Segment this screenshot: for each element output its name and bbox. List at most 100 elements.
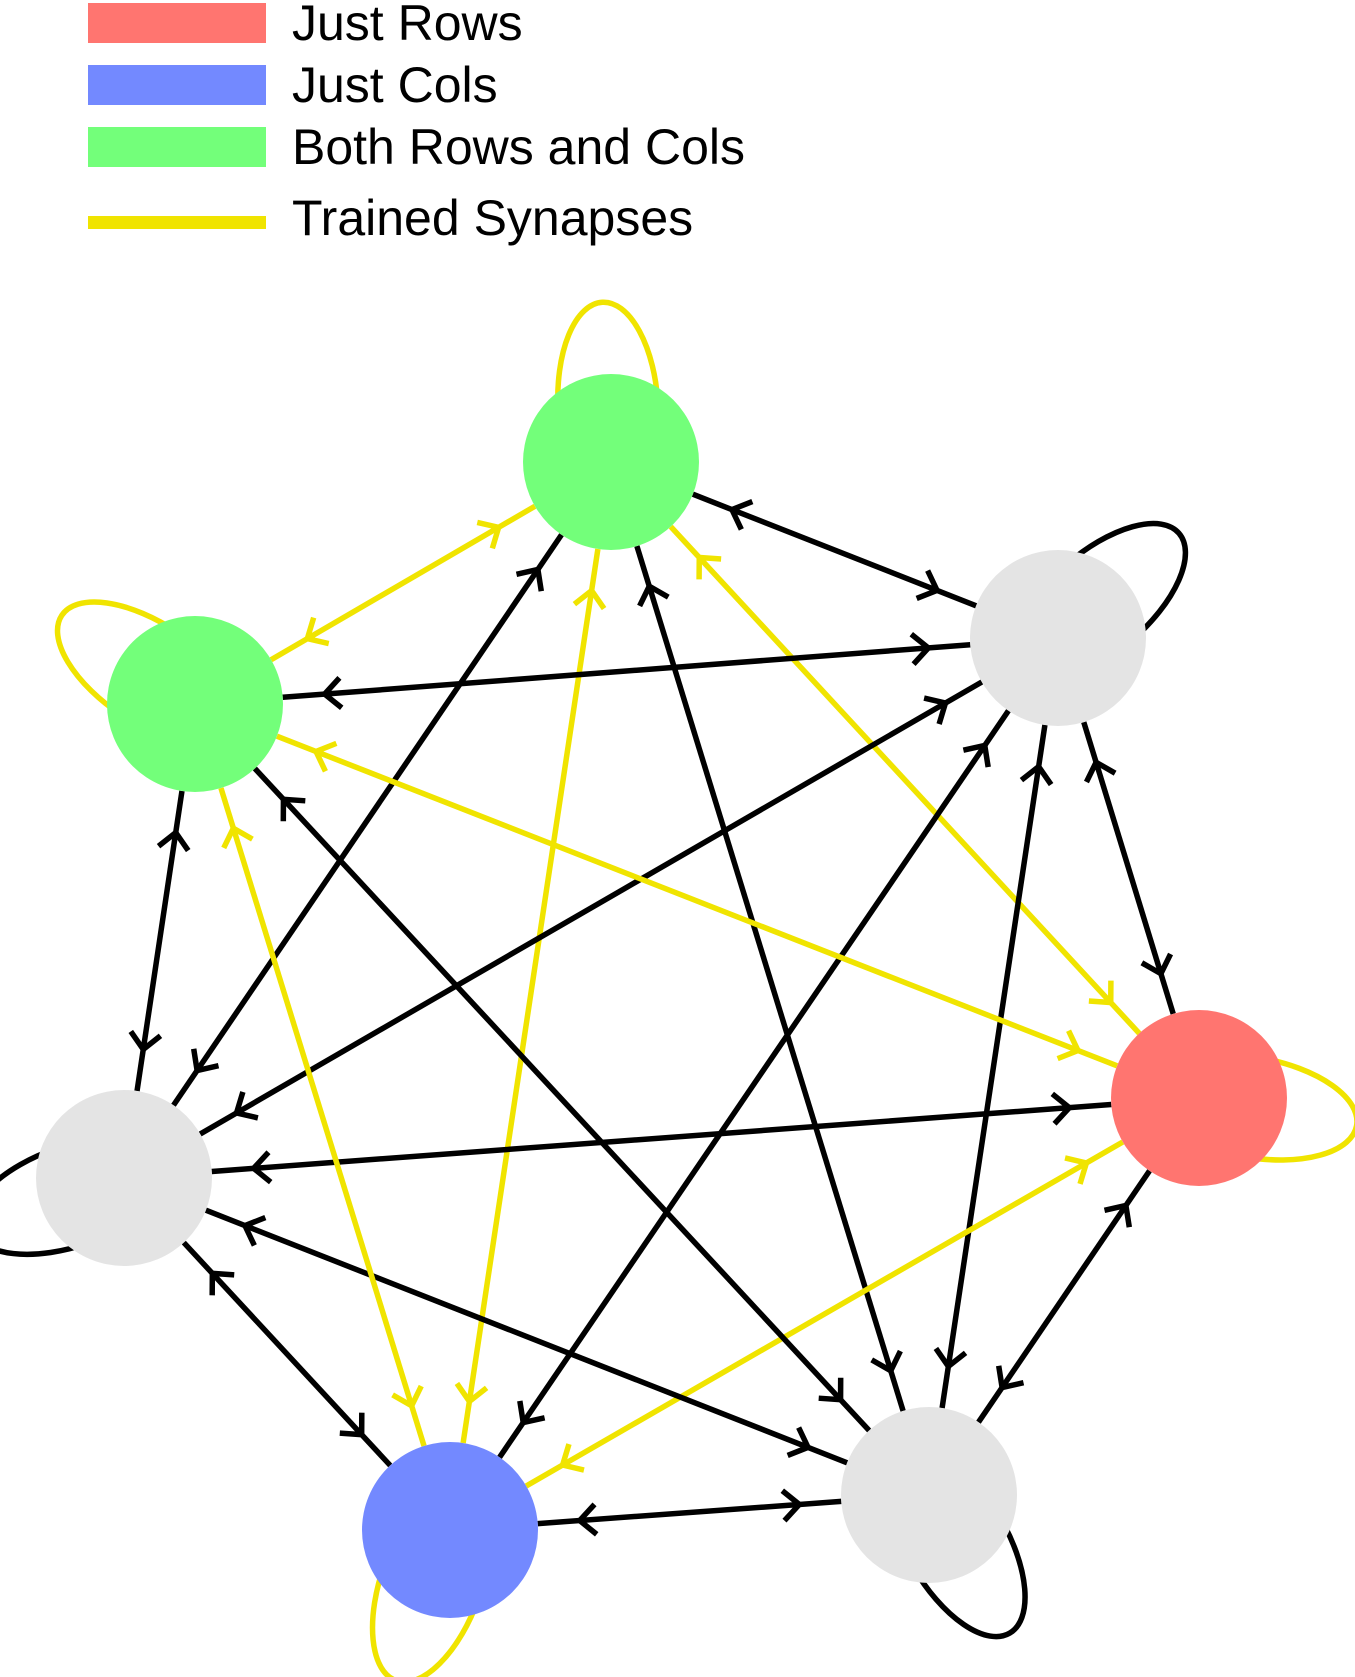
arrowhead [1050, 1091, 1074, 1126]
arrowhead [221, 824, 254, 850]
arrowhead [1083, 758, 1117, 784]
arrowhead [209, 1270, 235, 1296]
arrowhead [915, 569, 941, 602]
arrowhead [1064, 1155, 1090, 1185]
legend-label: Just Cols [292, 57, 498, 113]
legend-item-just-rows: Just Rows [88, 0, 523, 51]
legend: Just Rows Just Cols Both Rows and Cols T… [0, 0, 900, 260]
synapse-edge [198, 679, 984, 1137]
arrowhead [559, 1443, 585, 1473]
synapse-edge [211, 1091, 1112, 1185]
synapse-edge [128, 790, 191, 1092]
edge-line [497, 709, 1011, 1459]
arrowhead [1056, 1029, 1082, 1062]
edge-line [218, 787, 427, 1447]
node-lower-right [841, 1407, 1017, 1583]
node-upper-left [107, 616, 283, 792]
arrowhead [517, 1400, 546, 1426]
edge-line [282, 641, 971, 701]
edge-line [939, 724, 1048, 1409]
edge-line [460, 548, 601, 1444]
edges-layer [128, 491, 1176, 1537]
edge-line [252, 766, 872, 1433]
arrowhead [339, 1412, 365, 1438]
edge-line [211, 1101, 1112, 1175]
arrowhead [933, 1346, 968, 1371]
arrowhead [454, 1381, 489, 1406]
legend-label: Both Rows and Cols [292, 119, 746, 175]
legend-label: Trained Synapses [292, 190, 694, 246]
edge-line [634, 545, 906, 1412]
synapse-edge [691, 491, 978, 609]
synapse-edge [218, 787, 427, 1447]
arrowhead [156, 828, 191, 853]
legend-item-just-cols: Just Cols [88, 57, 498, 113]
synapse-edge [275, 733, 1119, 1069]
legend-swatch-just-rows [88, 3, 266, 43]
legend-swatch-just-cols [88, 65, 266, 105]
node-right [1111, 1010, 1287, 1186]
synapse-edge [252, 766, 872, 1433]
synapse-edge [524, 1139, 1125, 1489]
node-bottom [362, 1442, 538, 1618]
synapse-edge [537, 1488, 842, 1537]
arrowhead [818, 1377, 844, 1403]
arrowhead [1088, 980, 1114, 1006]
legend-item-trained-synapses: Trained Synapses [88, 190, 694, 246]
legend-item-both-rows-and-cols: Both Rows and Cols [88, 119, 746, 175]
synapse-edge [282, 632, 971, 710]
synapse-edge [497, 709, 1011, 1459]
synapse-edge [204, 1207, 849, 1466]
arrowhead [995, 1365, 1025, 1391]
legend-swatch-both-rows-and-cols [88, 127, 266, 167]
edge-line [171, 533, 564, 1107]
arrowhead [280, 796, 306, 822]
synapse-edge [1081, 721, 1176, 1015]
arrowhead [391, 1384, 424, 1410]
node-top [523, 374, 699, 550]
synapse-edge [976, 1169, 1152, 1424]
synapse-edge [933, 724, 1054, 1409]
edge-line [976, 1169, 1152, 1424]
arrowhead [303, 616, 330, 647]
arrowhead [637, 582, 670, 608]
arrowhead [233, 1091, 259, 1121]
arrowhead [1140, 952, 1174, 978]
synapse-edge [668, 524, 1142, 1036]
edge-line [134, 790, 185, 1092]
edge-line [1081, 721, 1176, 1015]
arrowhead [515, 566, 545, 592]
arrowhead [962, 742, 991, 768]
arrowhead [320, 676, 344, 710]
arrowhead [780, 1488, 804, 1523]
arrowhead [728, 498, 754, 531]
edge-line [269, 503, 537, 663]
arrowhead [128, 1029, 163, 1054]
arrowhead [572, 586, 607, 611]
arrowhead [1103, 1202, 1133, 1228]
arrowhead [249, 1150, 273, 1185]
arrowhead [476, 519, 503, 550]
arrowhead [575, 1502, 599, 1537]
edge-line [275, 733, 1119, 1069]
node-left [36, 1090, 212, 1266]
synapse-edge [454, 548, 607, 1444]
edge-line [181, 1240, 393, 1468]
edge-line [537, 1498, 842, 1527]
legend-label: Just Rows [292, 0, 523, 51]
edge-line [691, 491, 978, 609]
node-upper-right [970, 550, 1146, 726]
arrowhead [870, 1349, 903, 1375]
arrowhead [696, 554, 722, 580]
synapse-edge [269, 503, 537, 663]
nodes-layer [36, 374, 1287, 1618]
synapse-edge [634, 545, 906, 1412]
arrowhead [241, 1214, 267, 1247]
synapse-edge [181, 1240, 393, 1468]
arrowhead [923, 695, 949, 725]
arrowhead [909, 632, 933, 666]
edge-line [668, 524, 1142, 1036]
arrowhead [312, 740, 338, 773]
synapse-edge [171, 533, 564, 1107]
